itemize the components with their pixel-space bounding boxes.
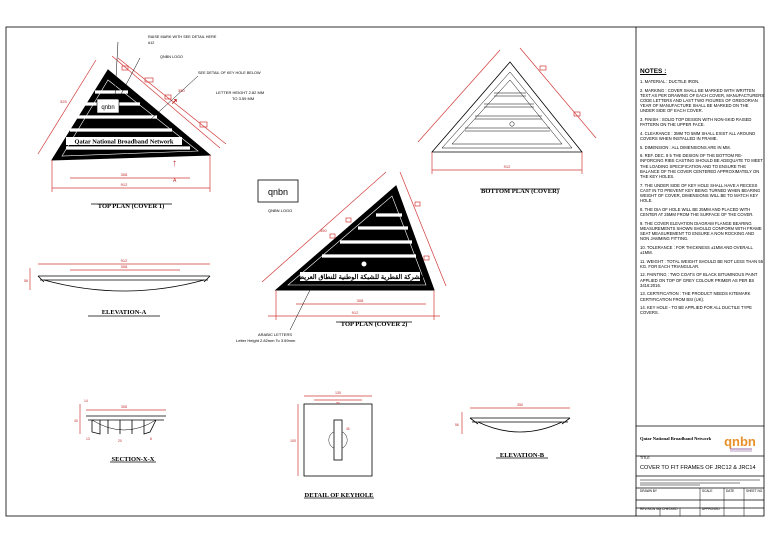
- dim-100: 100: [290, 439, 296, 443]
- note-item: 5. DIMENSION : ALL DIMENSIONS ARE IN MM.: [640, 144, 731, 150]
- elevation-b: 350 56 ELEVATION-B: [455, 403, 571, 459]
- title-block-frame: qnbn: [636, 425, 764, 516]
- note-item: 13. CERTIFICATION : THE PRODUCT NEEDS KI…: [640, 291, 751, 302]
- qnbn-logo-plate: [96, 98, 120, 114]
- dim-13: 13: [86, 437, 90, 441]
- top-plan-cover-1: qnbn Qatar National Broadband Network 91…: [37, 35, 264, 210]
- callout-qnbn-logo: QNBN LOGO: [160, 55, 183, 59]
- note-item: 12. PAINTING : TWO COATS OF BLACK BITUMI…: [640, 272, 758, 288]
- title-section-x-x: SECTION-X-X: [112, 456, 155, 463]
- scale-cell: SCALE: [702, 489, 713, 493]
- cover-text-english: Qatar National Broadband Network: [74, 139, 173, 146]
- note-item: 7. THE UNDER SIDE OF KEY HOLE SHALL HAVE…: [640, 182, 761, 204]
- grip-pattern: [66, 90, 190, 150]
- drawing-title: COVER TO FIT FRAMES OF JRC12 & JRC14: [640, 465, 756, 471]
- dim-80: 80: [336, 401, 340, 405]
- grip-pattern-2: [322, 213, 416, 258]
- dim-130: 130: [335, 391, 341, 395]
- note-item: 8. THE DIA OF HOLE WILL BE 25MM AND PLAC…: [640, 206, 754, 217]
- dim-350: 350: [178, 88, 185, 93]
- notes-panel: NOTES : 1. MATERIAL : DUCTILE IRON. 2. M…: [640, 68, 764, 319]
- note-item: 4. CLEARANCE : 3MM TO 5MM SHALL EXIST AL…: [640, 130, 756, 141]
- dim-308-elev: 308: [121, 264, 128, 269]
- note-item: 2. MARKING : COVER SHALL BE MARKED WITH …: [640, 87, 765, 114]
- note-item: 14. KEY HOLE - TO BE APPLIED FOR ALL DUC…: [640, 305, 752, 316]
- cover-text-arabic: الشركة القطرية للشبكة الوطنية للنطاق الع…: [296, 273, 424, 281]
- dim-912-cover2: 912: [352, 310, 359, 315]
- callout-raise-mark: RAISE MARK WITH SEE DETAIL HERE: [148, 35, 217, 39]
- title-elevation-a: ELEVATION-A: [102, 309, 147, 316]
- letter-height-2: TO 3.59 MM: [232, 96, 254, 101]
- note-item: 11. WEIGHT : TOTAL WEIGHT SHOULD BE NOT …: [640, 258, 764, 269]
- letter-height: LETTER HEIGHT 2.82 MM: [216, 90, 264, 95]
- logo-text-large: qnbn: [268, 187, 288, 197]
- note-item: 1. MATERIAL : DUCTILE IRON.: [640, 79, 700, 84]
- qnbn-logo-caption: QNBN LOGO: [268, 208, 292, 213]
- logo-text: qnbn: [101, 105, 114, 111]
- dim-912-elev: 912: [121, 258, 128, 263]
- callout-raise-sub: #12: [148, 41, 154, 45]
- dim-14: 14: [84, 399, 88, 403]
- dim-308-section: 308: [121, 405, 127, 409]
- note-item: 10. TOLERANCE : FOR THICKNESS ±1MM AND O…: [640, 244, 753, 255]
- qnbn-logo-detail: qnbn QNBN LOGO: [257, 179, 299, 213]
- note-item: 3. FINISH : SOLID TOP DESIGN WITH NON-SK…: [640, 117, 752, 128]
- title-label: TITLE: [640, 456, 650, 460]
- section-arrow-up-icon: ↗: [171, 97, 178, 106]
- callout-keyhole: SEE DETAIL OF KEY HOLE BELOW: [198, 71, 261, 75]
- dim-8: 8: [150, 437, 152, 441]
- notes-heading: NOTES :: [640, 68, 667, 75]
- company-name: Qatar National Broadband Network: [640, 436, 712, 441]
- checked-cell: CHECKED: [662, 507, 678, 511]
- top-plan-cover-2: الشركة القطرية للشبكة الوطنية للنطاق الع…: [236, 171, 447, 343]
- note-item: 9. THE COVER ELEVATION DIAGRAM FLANGE BE…: [640, 220, 762, 242]
- title-elevation-b: ELEVATION-B: [500, 452, 545, 459]
- dim-45: 45: [346, 427, 350, 431]
- dim-350-cover2: 350: [320, 228, 327, 233]
- section-marker: A: [173, 178, 177, 184]
- bottom-plan: 912 BOTTOM PLAN (COVER): [417, 47, 597, 195]
- section-arrow-icon: ↑: [172, 158, 177, 169]
- dim-56-elev-b: 56: [455, 423, 459, 427]
- cover-text-band: [66, 137, 182, 145]
- date-cell: DATE: [726, 489, 735, 493]
- title-detail-keyhole: DETAIL OF KEYHOLE: [305, 492, 374, 499]
- dim-40: 40: [74, 419, 78, 423]
- dim-308-cover2: 308: [357, 298, 364, 303]
- elevation-a: 912 308 56 ELEVATION-A: [24, 258, 211, 317]
- note-item: 6. REF. DEC. 8 5 THE DESIGN OF THE BOTTO…: [640, 153, 763, 179]
- revision-cell: REVISION NO.: [640, 507, 662, 511]
- dim-912-bottom: 912: [504, 164, 511, 169]
- drawn-by-cell: DRAWN BY: [640, 489, 658, 493]
- dim-308: 308: [121, 172, 128, 177]
- dim-56: 56: [24, 279, 28, 283]
- title-block: Qatar National Broadband Network TITLE C…: [638, 428, 764, 512]
- arabic-text-band: [300, 272, 420, 281]
- qnbn-logo-icon: qnbn: [724, 434, 756, 449]
- section-x-x: 308 40 14 13 20 8 SECTION-X-X: [74, 399, 166, 463]
- dim-325: 325: [60, 99, 67, 104]
- dim-912: 912: [121, 182, 128, 187]
- arabic-letters-label: ARABIC LETTERS: [258, 332, 292, 337]
- arabic-letter-height: Letter Height 2.82mm To 3.59mm: [236, 338, 296, 343]
- detail-of-keyhole: 130 100 80 45 DETAIL OF KEYHOLE: [290, 391, 374, 499]
- dim-350-elev-b: 350: [517, 403, 523, 407]
- approved-cell: APPROVED: [702, 507, 720, 511]
- dim-20: 20: [118, 439, 122, 443]
- title-top-plan-cover-2: TOP PLAN (COVER 2): [341, 321, 408, 328]
- sheet-border: [5, 26, 765, 517]
- sheet-cell: SHEET NO.: [746, 489, 764, 493]
- title-bottom-plan: BOTTOM PLAN (COVER): [481, 188, 559, 195]
- title-top-plan-cover-1: TOP PLAN (COVER 1): [98, 203, 165, 210]
